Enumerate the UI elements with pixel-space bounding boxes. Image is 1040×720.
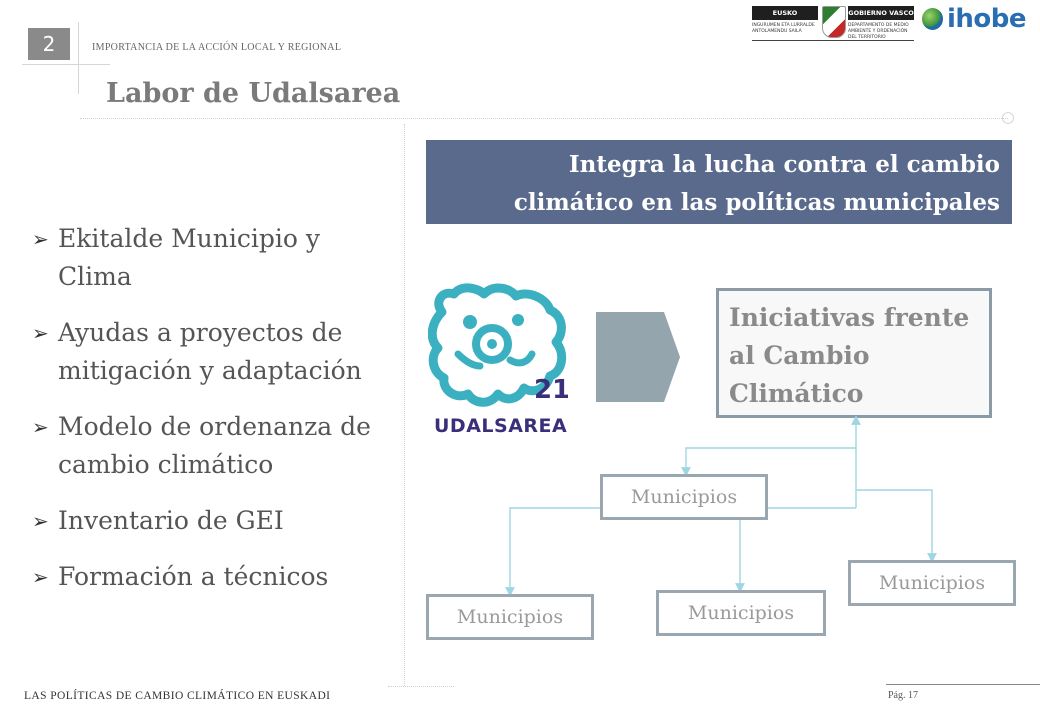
logo-stroke [454, 350, 484, 370]
coat-of-arms-icon [822, 6, 846, 38]
chevron-arrow-icon [596, 312, 680, 402]
initiatives-box: Iniciativas frente al Cambio Climático [716, 288, 992, 418]
ihobe-logo: ihobe [922, 2, 1027, 36]
connector-arrow [681, 447, 856, 477]
footer-rule [886, 684, 1040, 685]
arrow-bullet-icon: ➢ [32, 565, 49, 589]
logo-name: UDALSAREA [434, 415, 567, 437]
header-divider-vertical [78, 22, 79, 94]
logo-map-outline [428, 283, 567, 407]
municipality-box: Municipios [426, 594, 594, 640]
logo-ring [472, 324, 512, 364]
municipality-box: Municipios [656, 590, 826, 636]
bullet-item: ➢Inventario de GEI [32, 502, 392, 540]
gov-department-spanish: DEPARTAMENTO DE MEDIO AMBIENTE Y ORDENAC… [848, 23, 909, 40]
connector-arrow [856, 489, 937, 563]
ihobe-wordmark: ihobe [946, 4, 1027, 34]
bullet-item: ➢Modelo de ordenanza de cambio climático [32, 408, 392, 484]
logo-dot [463, 315, 477, 329]
logo-dot [487, 339, 497, 349]
bullet-list: ➢Ekitalde Municipio y Clima ➢Ayudas a pr… [32, 220, 392, 614]
initiatives-line-3: Climático [729, 379, 864, 408]
arrow-bullet-icon: ➢ [32, 415, 49, 439]
logo-number: 21 [534, 375, 568, 405]
arrow-bullet-icon: ➢ [32, 227, 49, 251]
slide-number: 2 [28, 28, 70, 60]
arrow-bullet-icon: ➢ [32, 321, 49, 345]
gov-name-spanish: GOBIERNO VASCO [848, 6, 914, 20]
headline-banner: Integra la lucha contra el cambio climát… [426, 140, 1012, 224]
gov-department-basque: INGURUMEN ETA LURRALDE ANTOLAMENDU SAILA [752, 23, 815, 34]
page-title: Labor de Udalsarea [106, 78, 401, 109]
initiatives-line-1: Iniciativas frente [729, 303, 970, 332]
municipality-box: Municipios [600, 474, 768, 520]
initiatives-line-2: al Cambio [729, 341, 870, 370]
column-divider-foot [388, 686, 454, 687]
banner-line-2: climático en las políticas municipales [513, 189, 1000, 216]
logo-dot [512, 314, 524, 326]
page-number: Pág. 17 [888, 690, 918, 701]
globe-icon [922, 8, 943, 30]
municipality-box: Municipios [848, 560, 1016, 606]
logo-stroke [506, 350, 536, 367]
header-divider-horizontal [22, 64, 110, 65]
banner-line-1: Integra la lucha contra el cambio [568, 151, 1000, 178]
column-divider [404, 124, 405, 686]
ring-ornament [1002, 112, 1014, 124]
gov-logo-rule [752, 40, 914, 41]
bullet-item: ➢Formación a técnicos [32, 558, 392, 596]
connector-arrow [505, 507, 856, 597]
basque-government-logo: EUSKO JAURLARITZA GOBIERNO VASCO INGURUM… [752, 6, 914, 42]
udalsarea-21-logo: 21 UDALSAREA [428, 283, 568, 437]
section-label: IMPORTANCIA DE LA ACCIÓN LOCAL Y REGIONA… [92, 42, 342, 53]
bullet-item: ➢Ayudas a proyectos de mitigación y adap… [32, 314, 392, 390]
arrow-bullet-icon: ➢ [32, 509, 49, 533]
gov-name-basque: EUSKO JAURLARITZA [752, 6, 818, 31]
title-underline [80, 118, 1008, 119]
footer-title: LAS POLÍTICAS DE CAMBIO CLIMÁTICO EN EUS… [24, 690, 331, 702]
bullet-item: ➢Ekitalde Municipio y Clima [32, 220, 392, 296]
